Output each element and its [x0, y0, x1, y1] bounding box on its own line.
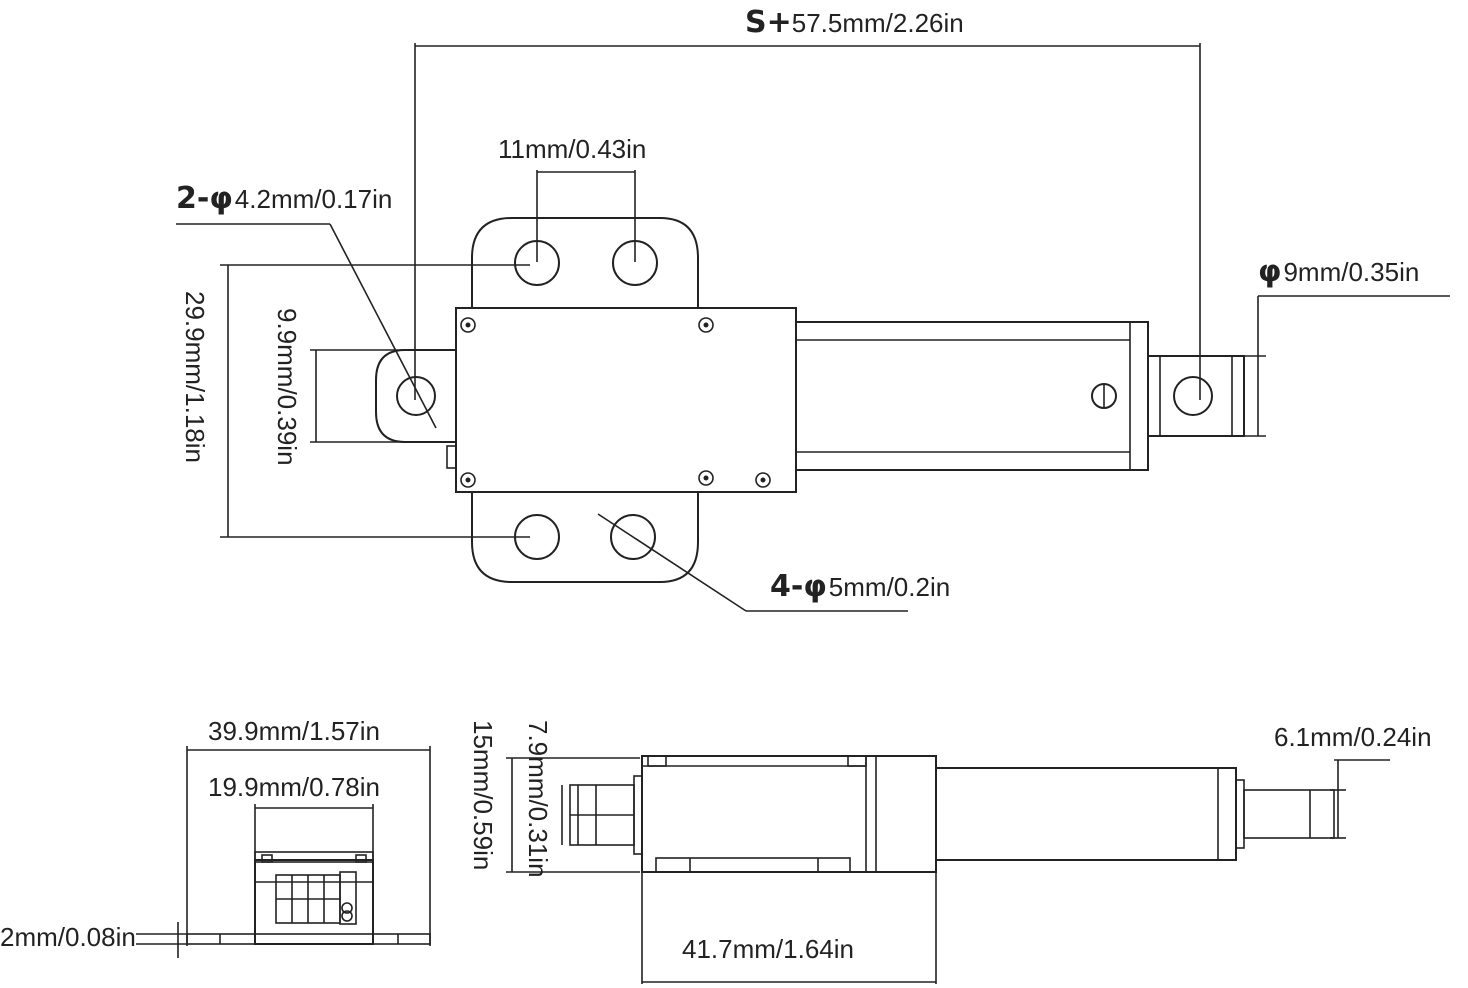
rear-hole-callout: 2-φ4.2mm/0.17in — [176, 181, 437, 429]
top-hole-left — [514, 240, 560, 286]
rear-tab-dimension: 9.9mm/0.39in — [272, 308, 455, 466]
hole-spacing-dimension: 11mm/0.43in — [498, 134, 646, 262]
mount-holes-callout: 4-φ5mm/0.2in — [597, 513, 950, 612]
mount-holes-label: 4-φ5mm/0.2in — [770, 569, 950, 604]
top-hole-right — [612, 240, 658, 286]
actuator-tube — [795, 321, 1149, 471]
rod-end — [1147, 355, 1245, 437]
end-view: 39.9mm/1.57in 19.9mm/0.78in 2mm/0.08in — [0, 716, 431, 958]
rear-tab-label: 9.9mm/0.39in — [272, 308, 302, 466]
plate-thickness-label: 2mm/0.08in — [0, 922, 136, 952]
rear-tab — [375, 349, 456, 443]
rear-hole-label: 2-φ4.2mm/0.17in — [176, 181, 392, 216]
rod-hole-label: φ9mm/0.35in — [1258, 254, 1419, 289]
body-side-tab — [446, 445, 457, 469]
body-length-label: 41.7mm/1.64in — [682, 934, 854, 964]
hole-spacing-label: 11mm/0.43in — [498, 134, 646, 164]
rod-hole-dimension: φ9mm/0.35in — [1244, 254, 1450, 437]
end-width-label: 39.9mm/1.57in — [208, 716, 380, 746]
mount-height-label: 29.9mm/1.18in — [180, 291, 210, 463]
bottom-hole-right — [610, 514, 656, 560]
body-height-label: 15mm/0.59in — [468, 720, 498, 870]
rod-diameter-label: 6.1mm/0.24in — [1274, 722, 1432, 752]
bottom-bracket — [471, 492, 699, 583]
body-screws — [460, 317, 771, 488]
stroke-dimension: S+57.5mm/2.26in — [414, 5, 1201, 400]
top-bracket — [471, 217, 699, 308]
top-view: S+57.5mm/2.26in 11mm/0.43in 2-φ4.2mm/0.1… — [176, 5, 1450, 612]
connector-height-label: 7.9mm/0.31in — [523, 720, 553, 878]
rear-tab-hole — [396, 376, 436, 416]
mount-height-dimension: 29.9mm/1.18in — [180, 264, 530, 538]
stroke-label: S+57.5mm/2.26in — [745, 5, 964, 40]
end-inner-width-label: 19.9mm/0.78in — [208, 772, 380, 802]
side-view: 15mm/0.59in 7.9mm/0.31in 6.1mm/0.24in — [468, 720, 1432, 984]
motor-body — [455, 307, 797, 493]
